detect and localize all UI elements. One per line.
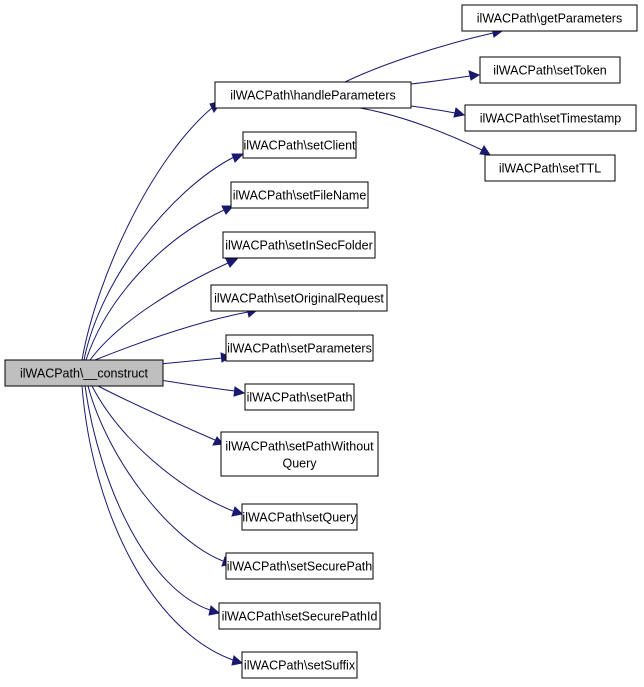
node-setttl[interactable]: ilWACPath\setTTL [484,154,616,182]
node-setsuffix[interactable]: ilWACPath\setSuffix [241,651,358,679]
node-setinsecfolder-label: ilWACPath\setInSecFolder [225,239,373,253]
node-setinsecfolder[interactable]: ilWACPath\setInSecFolder [222,231,376,259]
edge-construct-handleparameters [81,106,214,361]
node-setsecurepathid[interactable]: ilWACPath\setSecurePathId [218,602,381,630]
edge-handleparameters-getparameters [344,32,494,83]
node-setoriginalrequest-label: ilWACPath\setOriginalRequest [214,292,384,306]
edge-construct-setsecurepathid [84,385,211,611]
node-settoken[interactable]: ilWACPath\setToken [479,56,621,84]
node-settimestamp[interactable]: ilWACPath\setTimestamp [464,104,637,132]
node-setfilename-label: ilWACPath\setFileName [233,189,367,203]
node-settimestamp-label: ilWACPath\setTimestamp [480,112,622,126]
node-setttl-label: ilWACPath\setTTL [499,162,601,176]
arrow-setsecurepathid [208,605,221,616]
node-setclient[interactable]: ilWACPath\setClient [242,131,357,159]
node-setpathwithoutquery-label-line1: ilWACPath\setPathWithout [225,440,374,454]
node-setsecurepathid-label: ilWACPath\setSecurePathId [222,610,378,624]
arrow-setquery [231,506,244,517]
arrow-setpath [233,386,246,397]
edge-construct-setpathwithoutquery [97,385,216,441]
node-setfilename[interactable]: ilWACPath\setFileName [230,181,369,209]
node-setpathwithoutquery-label-line2: Query [282,457,317,471]
edge-construct-setparameters [159,357,223,365]
edges [81,27,504,666]
arrow-setsuffix [231,655,244,666]
edge-construct-setoriginalrequest [94,311,249,361]
node-handleparameters-label: ilWACPath\handleParameters [230,89,396,103]
node-setsecurepath-label: ilWACPath\setSecurePath [227,560,372,574]
edge-construct-setclient [83,156,235,361]
node-setsuffix-label: ilWACPath\setSuffix [244,659,356,673]
edge-construct-setsecurepath [87,385,224,562]
node-setpath-label: ilWACPath\setPath [247,391,353,405]
edge-handleparameters-setttl [359,107,483,151]
node-settoken-label: ilWACPath\setToken [493,64,607,78]
node-getparameters[interactable]: ilWACPath\getParameters [461,4,638,32]
node-setparameters[interactable]: ilWACPath\setParameters [225,334,374,362]
node-setparameters-label: ilWACPath\setParameters [227,342,372,356]
nodes: ilWACPath\__construct ilWACPath\handlePa… [4,4,638,679]
node-handleparameters[interactable]: ilWACPath\handleParameters [214,81,412,109]
node-setquery[interactable]: ilWACPath\setQuery [241,503,358,531]
arrow-setfilename [221,205,235,215]
arrow-settimestamp [453,107,466,118]
node-setpathwithoutquery[interactable]: ilWACPath\setPathWithout Query [220,431,379,477]
edge-handleparameters-settimestamp [410,105,456,114]
edge-handleparameters-settoken [410,75,471,85]
node-setsecurepath[interactable]: ilWACPath\setSecurePath [225,552,374,580]
node-setclient-label: ilWACPath\setClient [243,139,356,153]
node-setquery-label: ilWACPath\setQuery [242,511,357,525]
edge-construct-setquery [91,385,234,512]
edge-construct-setpath [159,379,236,392]
arrow-setclient [231,153,245,163]
node-setoriginalrequest[interactable]: ilWACPath\setOriginalRequest [210,284,388,312]
edge-construct-setinsecfolder [89,262,229,361]
arrow-setttl [479,145,492,156]
arrow-setinsecfolder [225,258,239,268]
node-construct-label: ilWACPath\__construct [20,367,149,381]
node-construct[interactable]: ilWACPath\__construct [4,359,164,387]
node-getparameters-label: ilWACPath\getParameters [477,12,622,26]
arrow-settoken [468,70,481,81]
edge-construct-setfilename [85,209,225,361]
edge-construct-setsuffix [81,385,234,661]
node-setpath[interactable]: ilWACPath\setPath [244,383,355,411]
